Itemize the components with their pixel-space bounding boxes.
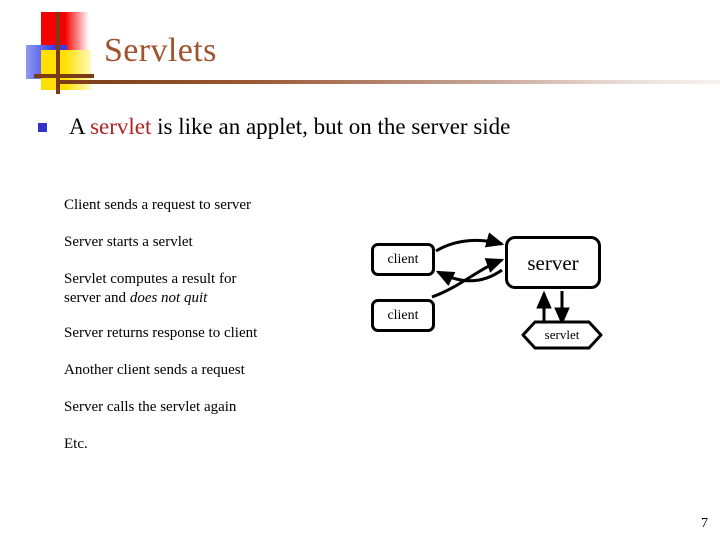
edge-client1-to-server <box>435 232 505 253</box>
body-line-3-plain: Servlet computes a result for server and <box>64 271 237 306</box>
logo-vertical-rule <box>56 12 60 94</box>
bullet-rest-text: is like an applet, but on the server sid… <box>151 114 511 139</box>
page-number: 7 <box>701 516 708 531</box>
node-server: server <box>505 236 601 289</box>
logo-yellow-gradient <box>65 50 91 90</box>
edge-server-to-client1 <box>435 268 503 286</box>
body-line-6: Server calls the servlet again <box>64 399 237 415</box>
node-client-1: client <box>371 243 435 276</box>
edge-client2-to-server <box>431 258 505 299</box>
diagram-arrows <box>431 232 570 326</box>
bullet-square-icon <box>38 123 47 132</box>
node-client-2-label: client <box>387 307 419 323</box>
logo-horizontal-rule <box>34 74 94 78</box>
body-line-4: Server returns response to client <box>64 325 258 341</box>
node-servlet-label: servlet <box>544 327 580 342</box>
body-line-5: Another client sends a request <box>64 362 245 378</box>
servlet-architecture-diagram: client client server servlet <box>360 225 630 365</box>
node-servlet: servlet <box>521 320 603 350</box>
logo-red-gradient <box>65 12 89 52</box>
body-line-3-emphasis: does not quit <box>129 290 208 306</box>
node-server-label: server <box>527 250 579 275</box>
title-divider <box>60 80 720 84</box>
bullet-lead-text: A <box>69 114 91 139</box>
bullet-keyword: servlet <box>90 114 152 139</box>
body-text-block: Client sends a request to server Server … <box>64 196 364 472</box>
body-line-2: Server starts a servlet <box>64 234 193 250</box>
body-line-7: Etc. <box>64 436 88 452</box>
servlet-hexagon-shape <box>521 320 603 350</box>
logo-yellow-square <box>41 50 65 90</box>
body-line-3: Servlet computes a result for server and… <box>64 270 364 308</box>
node-client-1-label: client <box>387 251 419 267</box>
page-title: Servlets <box>104 32 217 69</box>
main-bullet-text: A servlet is like an applet, but on the … <box>69 112 510 142</box>
main-bullet: A servlet is like an applet, but on the … <box>38 112 678 146</box>
body-line-1: Client sends a request to server <box>64 197 252 213</box>
node-client-2: client <box>371 299 435 332</box>
